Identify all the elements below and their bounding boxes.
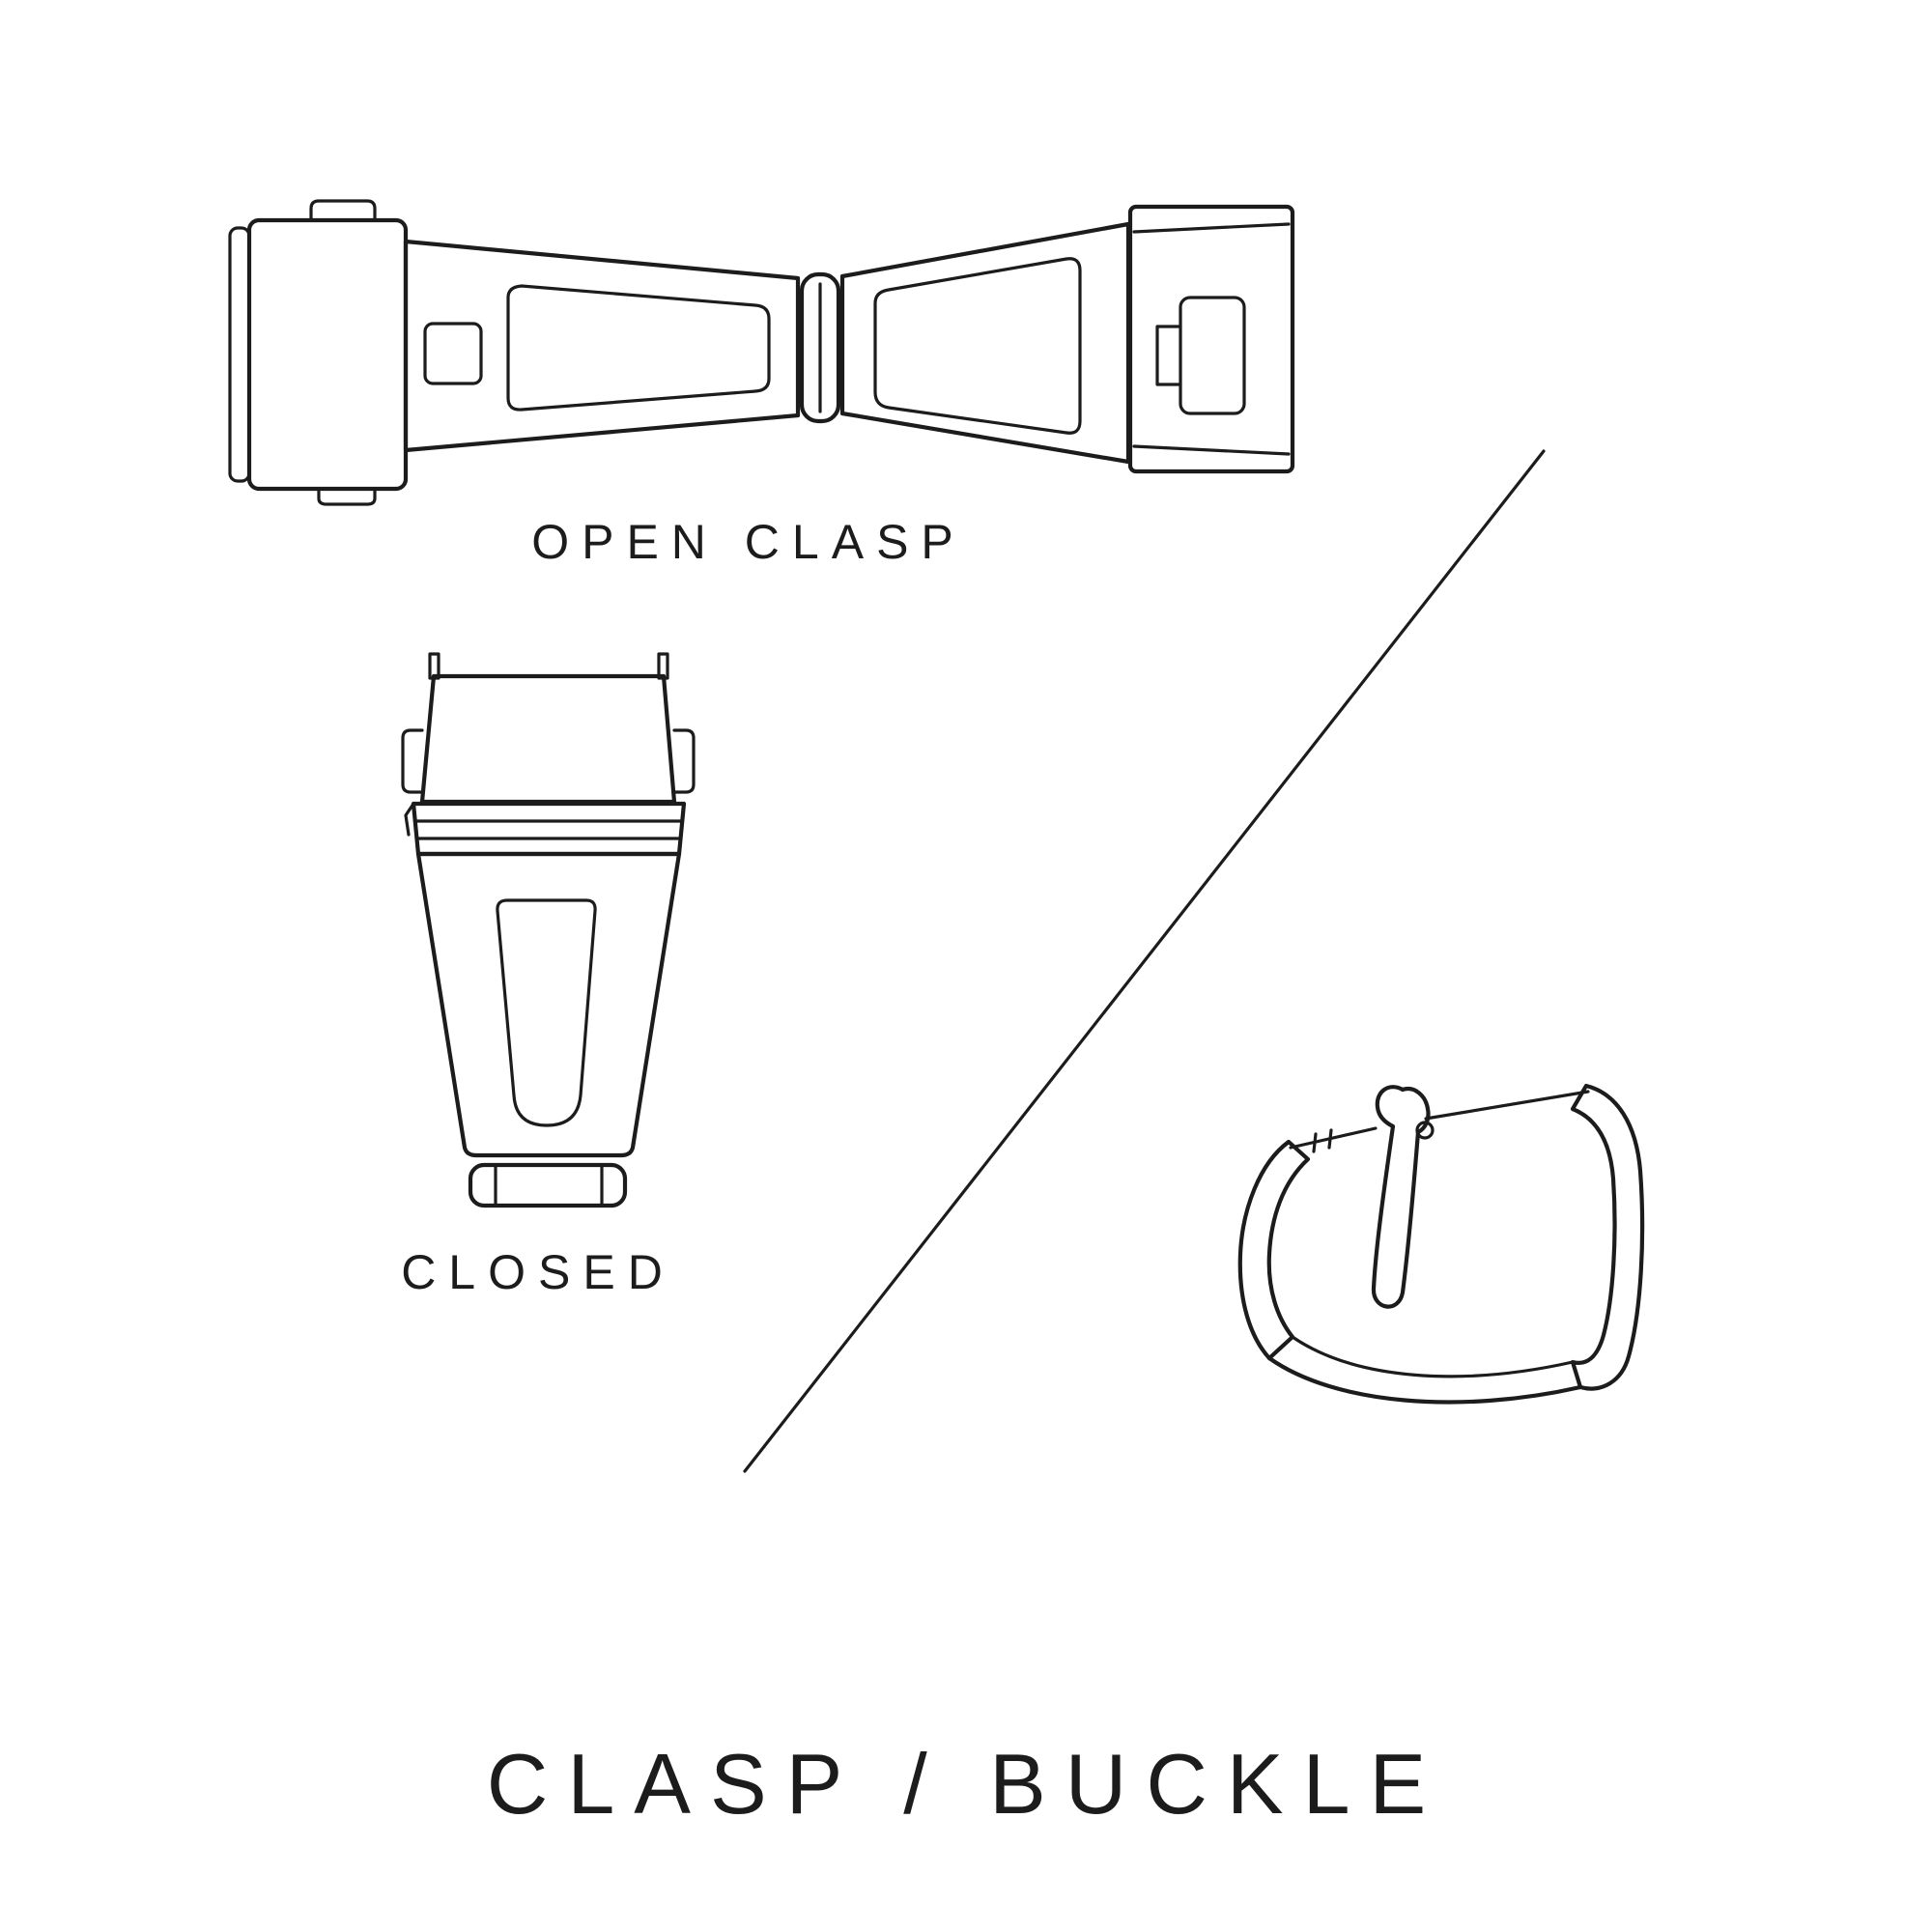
open-clasp-label: OPEN CLASP bbox=[531, 515, 966, 569]
open-clasp-illustration bbox=[228, 199, 1295, 506]
buckle-pin-bar bbox=[1289, 1090, 1590, 1153]
closed-clasp-body bbox=[415, 851, 682, 1158]
open-clasp-right-arm bbox=[839, 221, 1131, 465]
open-clasp-right-end-link bbox=[1127, 204, 1295, 474]
closed-clasp-band bbox=[404, 801, 687, 857]
buckle-tongue bbox=[1371, 1085, 1435, 1309]
buckle-illustration bbox=[1237, 1083, 1645, 1405]
open-clasp-center-hinge bbox=[799, 271, 841, 424]
page-title: CLASP / BUCKLE bbox=[486, 1736, 1446, 1832]
closed-clasp-bottom-bar bbox=[468, 1162, 628, 1208]
buckle-frame bbox=[1237, 1083, 1645, 1405]
open-clasp-left-end-link bbox=[228, 199, 409, 506]
closed-label: CLOSED bbox=[401, 1245, 675, 1299]
open-clasp-left-arm bbox=[403, 239, 801, 453]
closed-clasp-top-block bbox=[401, 673, 696, 805]
closed-clasp-illustration bbox=[401, 652, 696, 1208]
